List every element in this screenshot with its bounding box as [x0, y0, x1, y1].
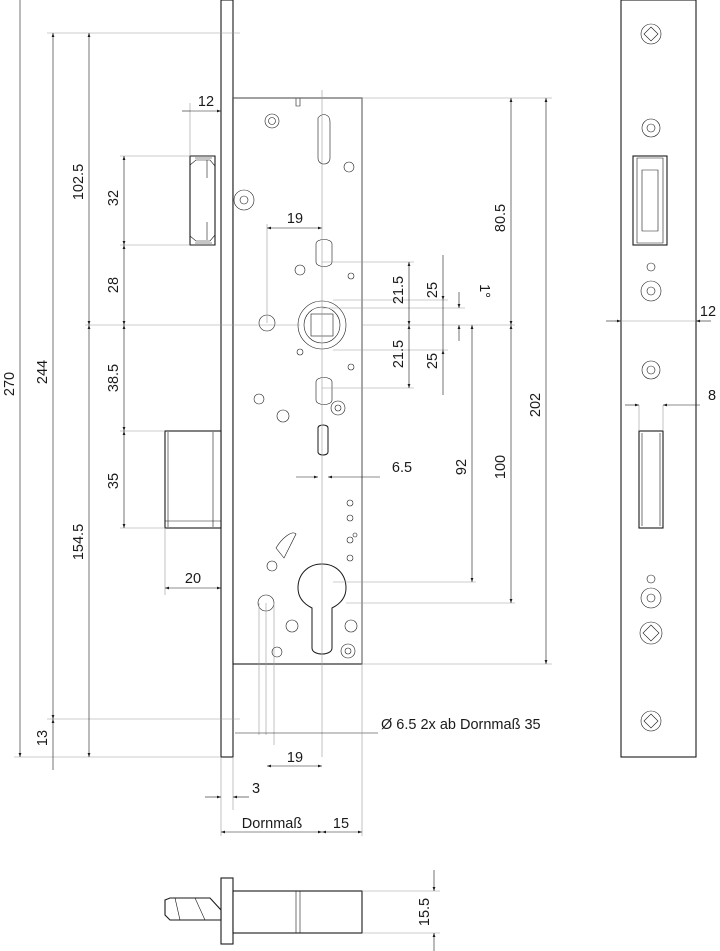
dim-19-bottom: 19 [287, 750, 303, 766]
bottom-view [164, 870, 440, 951]
dimension-lines-right [205, 90, 552, 836]
dim-8-right: 8 [708, 388, 716, 404]
dim-1-degree: 1° [476, 284, 492, 298]
dim-92: 92 [454, 459, 470, 475]
dim-dornmass: Dornmaß [242, 816, 303, 832]
dimension-lines-left [14, 0, 300, 770]
lock-case [232, 97, 363, 665]
dim-15-5: 15.5 [417, 898, 433, 926]
dim-100: 100 [493, 455, 509, 479]
dim-35: 35 [106, 473, 122, 489]
dim-270: 270 [2, 372, 18, 396]
dim-19-top: 19 [287, 211, 303, 227]
dim-20: 20 [185, 571, 201, 587]
dim-21-5-lower: 21.5 [391, 340, 407, 368]
dim-21-5-upper: 21.5 [391, 276, 407, 304]
dim-15: 15 [333, 816, 349, 832]
drill-note: Ø 6.5 2x ab Dornmaß 35 [381, 717, 541, 733]
dim-28: 28 [106, 277, 122, 293]
lock-front-plate [220, 0, 234, 758]
dim-102-5: 102.5 [71, 164, 87, 200]
dim-25-upper: 25 [425, 282, 441, 298]
dim-6-5: 6.5 [392, 460, 412, 476]
dim-13: 13 [35, 730, 51, 746]
dim-25-lower: 25 [425, 353, 441, 369]
dim-12-right: 12 [700, 304, 716, 320]
dim-80-5: 80.5 [493, 204, 509, 232]
dim-38-5: 38.5 [106, 364, 122, 392]
deadbolt [164, 430, 222, 529]
dim-202: 202 [528, 393, 544, 417]
front-plate-view [606, 0, 711, 758]
dim-3: 3 [252, 781, 260, 797]
dim-12-top: 12 [198, 94, 214, 110]
dim-154-5: 154.5 [71, 524, 87, 560]
latch-bolt [189, 155, 216, 246]
dim-32: 32 [106, 190, 122, 206]
dim-244: 244 [35, 360, 51, 384]
